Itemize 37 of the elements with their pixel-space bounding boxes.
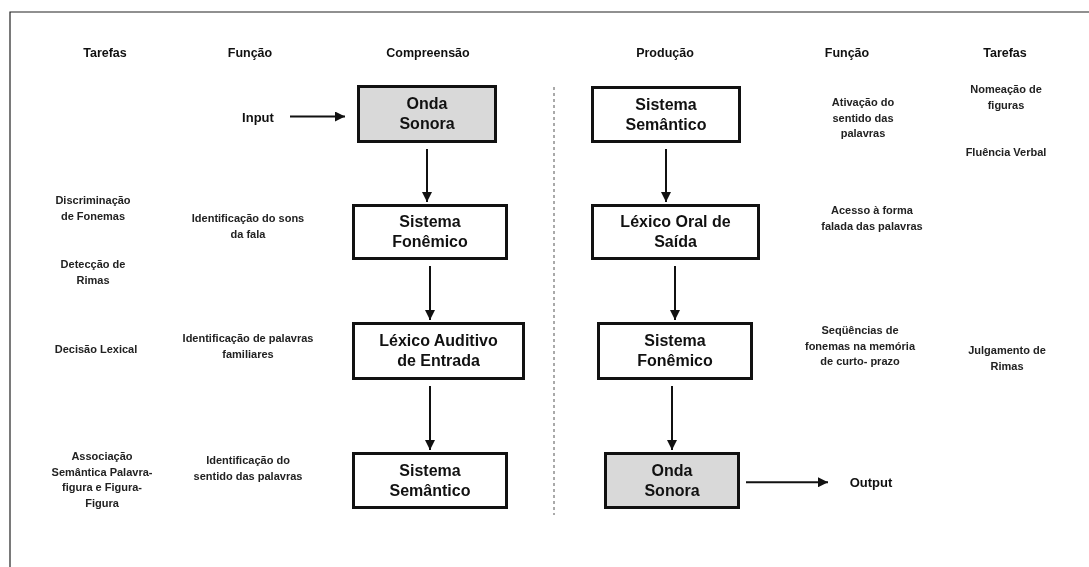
column-header: Função	[823, 46, 871, 62]
process-box: Léxico Oral de Saída	[591, 204, 760, 260]
process-box: Sistema Semântico	[352, 452, 508, 509]
description-text: Discriminação de Fonemas	[54, 193, 132, 224]
column-header: Compreensão	[385, 46, 471, 62]
arrow	[670, 265, 680, 321]
description-text: Acesso à forma falada das palavras	[820, 203, 924, 234]
arrow	[422, 148, 432, 203]
process-box: Sistema Semântico	[591, 86, 741, 143]
description-text: Identificação de palavras familiares	[181, 331, 315, 362]
column-header: Produção	[635, 46, 695, 62]
description-text: Ativação do sentido das palavras	[830, 95, 896, 141]
arrow	[425, 385, 435, 451]
description-text: Associação Semântica Palavra-figura e Figura-Figura	[50, 449, 154, 511]
description-text: Fluência Verbal	[964, 145, 1048, 160]
description-text: Detecção de Rimas	[59, 257, 127, 288]
arrow	[667, 385, 677, 451]
arrow	[425, 265, 435, 321]
process-box: Onda Sonora	[604, 452, 740, 509]
column-header: Tarefas	[82, 46, 128, 62]
column-header: Tarefas	[982, 46, 1028, 62]
flow-text: Output	[840, 471, 902, 493]
arrow	[661, 148, 671, 203]
description-text: Identificação do sons da fala	[190, 211, 306, 242]
process-box: Sistema Fonêmico	[597, 322, 753, 380]
arrow	[745, 477, 829, 488]
column-header: Função	[226, 46, 274, 62]
description-text: Julgamento de Rimas	[967, 343, 1047, 374]
process-box: Léxico Auditivo de Entrada	[352, 322, 525, 380]
flow-text: Input	[232, 106, 284, 128]
process-box: Onda Sonora	[357, 85, 497, 143]
description-text: Nomeação de figuras	[969, 82, 1043, 113]
process-box: Sistema Fonêmico	[352, 204, 508, 260]
description-text: Seqüências de fonemas na memória de curto- prazo	[804, 323, 916, 369]
description-text: Identificação do sentido das palavras	[192, 453, 304, 484]
description-text: Decisão Lexical	[53, 342, 139, 357]
arrow	[289, 111, 346, 122]
